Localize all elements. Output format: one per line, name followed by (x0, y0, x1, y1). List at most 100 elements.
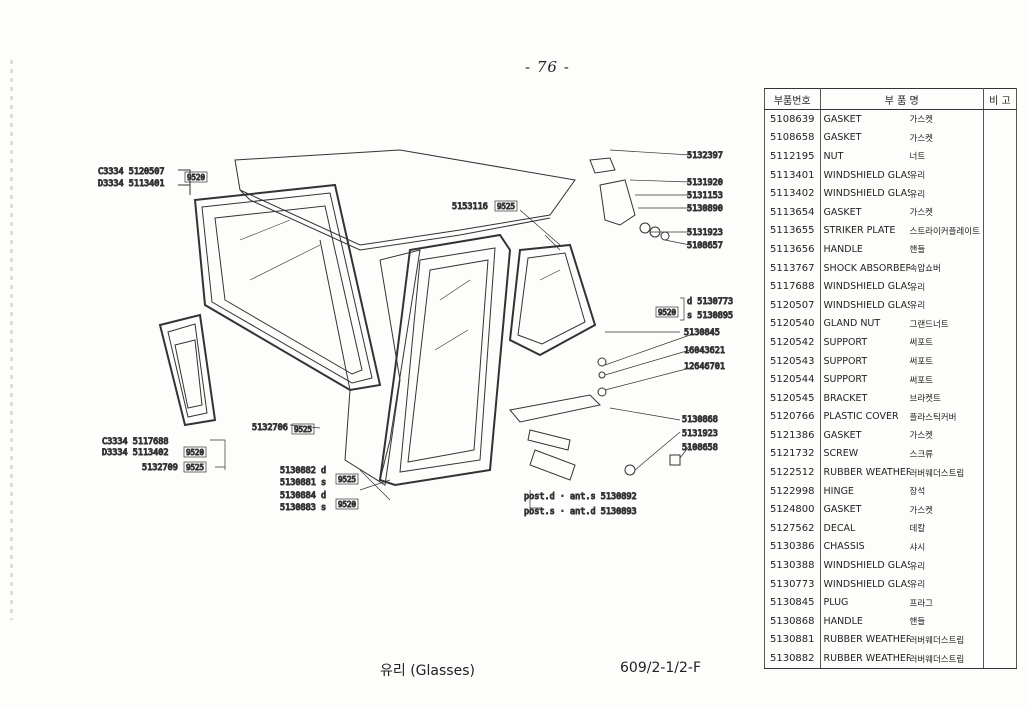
part-name-ko: 러버웨더스트립 (909, 654, 965, 665)
part-name-en: PLUG (823, 597, 849, 609)
part-remark (982, 519, 1018, 538)
callout-5131923-b: 5131923 (682, 429, 718, 439)
part-name-ko: 유리 (909, 171, 926, 182)
part-name-ko: 유리 (909, 301, 926, 312)
callout-5130884-d: 5130884 d (280, 491, 326, 501)
page-number: - 76 - (525, 58, 570, 76)
part-remark (982, 649, 1018, 669)
callout-5130845: 5130845 (684, 328, 720, 338)
part-name-en: WINDSHIELD GLASS (823, 578, 910, 590)
callout-5108658: 5108658 (682, 443, 718, 453)
box-9520-a: 9520 (187, 173, 206, 182)
part-number: 5130881 (764, 630, 821, 650)
callout-d3334-5113401: D3334 5113401 (98, 179, 165, 189)
part-name-en: WINDSHIELD GLASS (823, 169, 910, 181)
part-number: 5120545 (764, 388, 821, 408)
part-name-ko: 플라스틱커버 (909, 412, 957, 423)
part-name-en: WINDSHIELD GLASS (823, 188, 910, 200)
header-remark: 비 고 (982, 88, 1018, 110)
part-name: WINDSHIELD GLASS유리 (819, 556, 984, 575)
part-name-ko: 브라켓트 (909, 394, 941, 405)
part-number: 5120542 (764, 333, 821, 352)
part-remark (982, 407, 1018, 427)
part-remark (982, 388, 1018, 408)
part-number: 5130388 (764, 556, 821, 575)
part-name-ko: 유리 (909, 189, 926, 200)
part-remark (982, 444, 1018, 464)
part-name: WINDSHIELD GLASS유리 (819, 184, 984, 203)
part-remark (982, 333, 1018, 352)
part-name-en: BRACKET (823, 392, 868, 404)
scan-edge-mark (10, 60, 13, 620)
part-number: 5130386 (764, 537, 821, 557)
part-number: 5130773 (764, 574, 821, 594)
hinge-bracket (599, 179, 636, 226)
part-remark (982, 240, 1018, 259)
part-name-ko: 가스켓 (909, 133, 933, 144)
part-name-en: SHOCK ABSORBER (823, 262, 910, 274)
part-name: HINGE 장석 (819, 481, 984, 501)
part-name-en: HINGE (823, 485, 854, 497)
door-frame (378, 233, 512, 487)
cab-side (379, 249, 421, 481)
part-name-en: GASKET (823, 132, 862, 144)
part-name: WINDSHIELD GLASS유리 (819, 165, 984, 185)
part-remark (982, 481, 1018, 501)
part-remark (982, 109, 1018, 129)
part-name-en: HANDLE (823, 615, 863, 627)
part-name-en: SCREW (823, 448, 859, 460)
part-name-ko: 샤시 (909, 542, 926, 553)
part-remark (982, 556, 1018, 575)
part-remark (982, 128, 1018, 148)
callout-5130890: 5130890 (687, 204, 723, 214)
callout-post-s: post.s · ant.d 5130893 (524, 507, 637, 517)
part-remark (982, 593, 1018, 613)
part-remark (982, 426, 1018, 445)
part-remark (982, 314, 1018, 334)
part-number: 5113654 (764, 202, 821, 222)
callout-5132709: 5132709 (142, 463, 178, 473)
part-name-ko: 장석 (909, 487, 926, 498)
part-name-en: GASKET (823, 206, 862, 218)
box-9520-b: 9520 (658, 308, 677, 317)
part-name-en: WINDSHIELD GLASS (823, 281, 910, 293)
part-remark (982, 184, 1018, 203)
part-name-ko: 데칼 (909, 524, 926, 535)
callout-c3334-5117688: C3334 5117688 (102, 437, 169, 447)
part-remark (982, 295, 1018, 315)
callout-5132397: 5132397 (687, 151, 723, 161)
part-number: 5130845 (764, 593, 821, 613)
part-name-ko: 너트 (909, 152, 926, 163)
callout-5130881-s: 5130881 s (280, 478, 326, 488)
part-remark (982, 574, 1018, 594)
part-number: 5120543 (764, 351, 821, 371)
callout-post-d: post.d · ant.s 5130892 (524, 492, 637, 502)
part-remark (982, 612, 1018, 631)
part-remark (982, 537, 1018, 557)
box-9525-c: 9525 (186, 463, 204, 472)
part-name-en: RUBBER WEATHERSTRIP (823, 467, 910, 479)
part-number: 5112195 (764, 147, 821, 166)
part-number: 5113401 (764, 165, 821, 185)
part-number: 5122998 (764, 481, 821, 501)
part-name-en: WINDSHIELD GLASS (823, 560, 910, 572)
part-number: 5117688 (764, 277, 821, 296)
part-name-en: STRIKER PLATE (823, 225, 896, 237)
part-remark (982, 221, 1018, 241)
part-name-en: SUPPORT (823, 336, 868, 348)
part-number: 5121386 (764, 426, 821, 445)
part-remark (982, 277, 1018, 296)
